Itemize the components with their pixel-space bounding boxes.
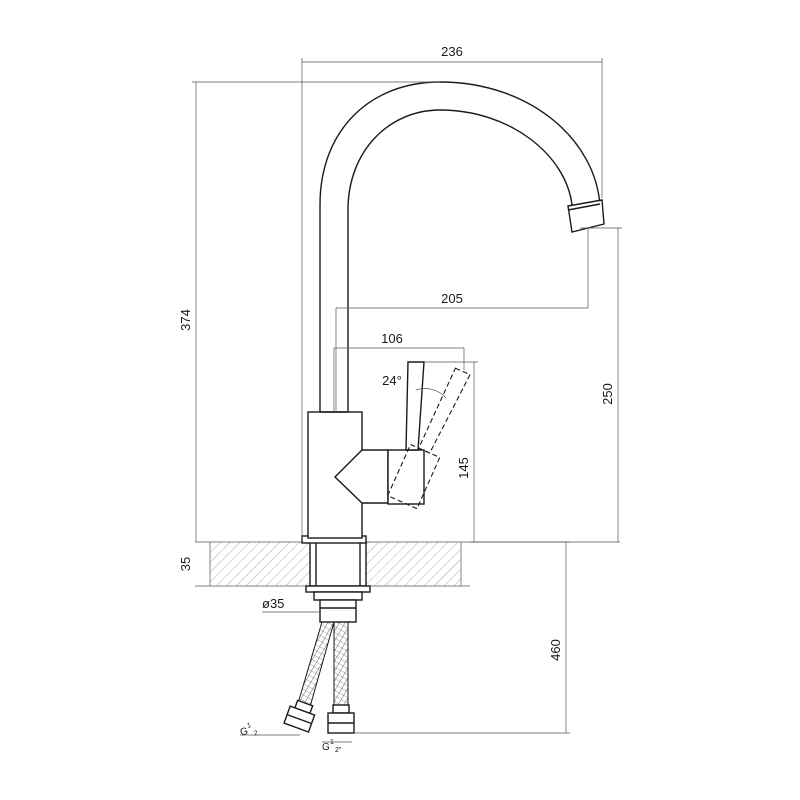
svg-text:G: G (322, 742, 330, 753)
svg-text:2": 2" (335, 747, 342, 754)
supply-hoses (283, 621, 355, 734)
countertop (195, 541, 620, 587)
svg-text:1: 1 (330, 739, 334, 746)
svg-text:2: 2 (253, 730, 258, 738)
spout (319, 81, 605, 413)
dim-body-height: 145 (456, 457, 471, 479)
dim-countertop-thickness: 35 (178, 557, 193, 571)
dim-hose-length: 460 (548, 639, 563, 661)
mounting-shank (301, 535, 371, 623)
dim-spout-height: 250 (600, 383, 615, 405)
thread-label-right: G 1 2" (322, 739, 342, 754)
dim-handle-angle: 24° (382, 373, 402, 388)
dim-mount-diameter: ø35 (262, 596, 284, 611)
thread-label-left: G 1 2 (239, 722, 258, 738)
dim-top-width: 236 (441, 44, 463, 59)
dim-handle-reach: 106 (381, 331, 403, 346)
dim-total-height: 374 (178, 309, 193, 331)
dim-spout-reach: 205 (441, 291, 463, 306)
svg-text:G: G (239, 726, 249, 738)
dimension-lines (192, 58, 622, 743)
svg-text:1: 1 (246, 722, 251, 730)
lever-handle (386, 361, 471, 510)
